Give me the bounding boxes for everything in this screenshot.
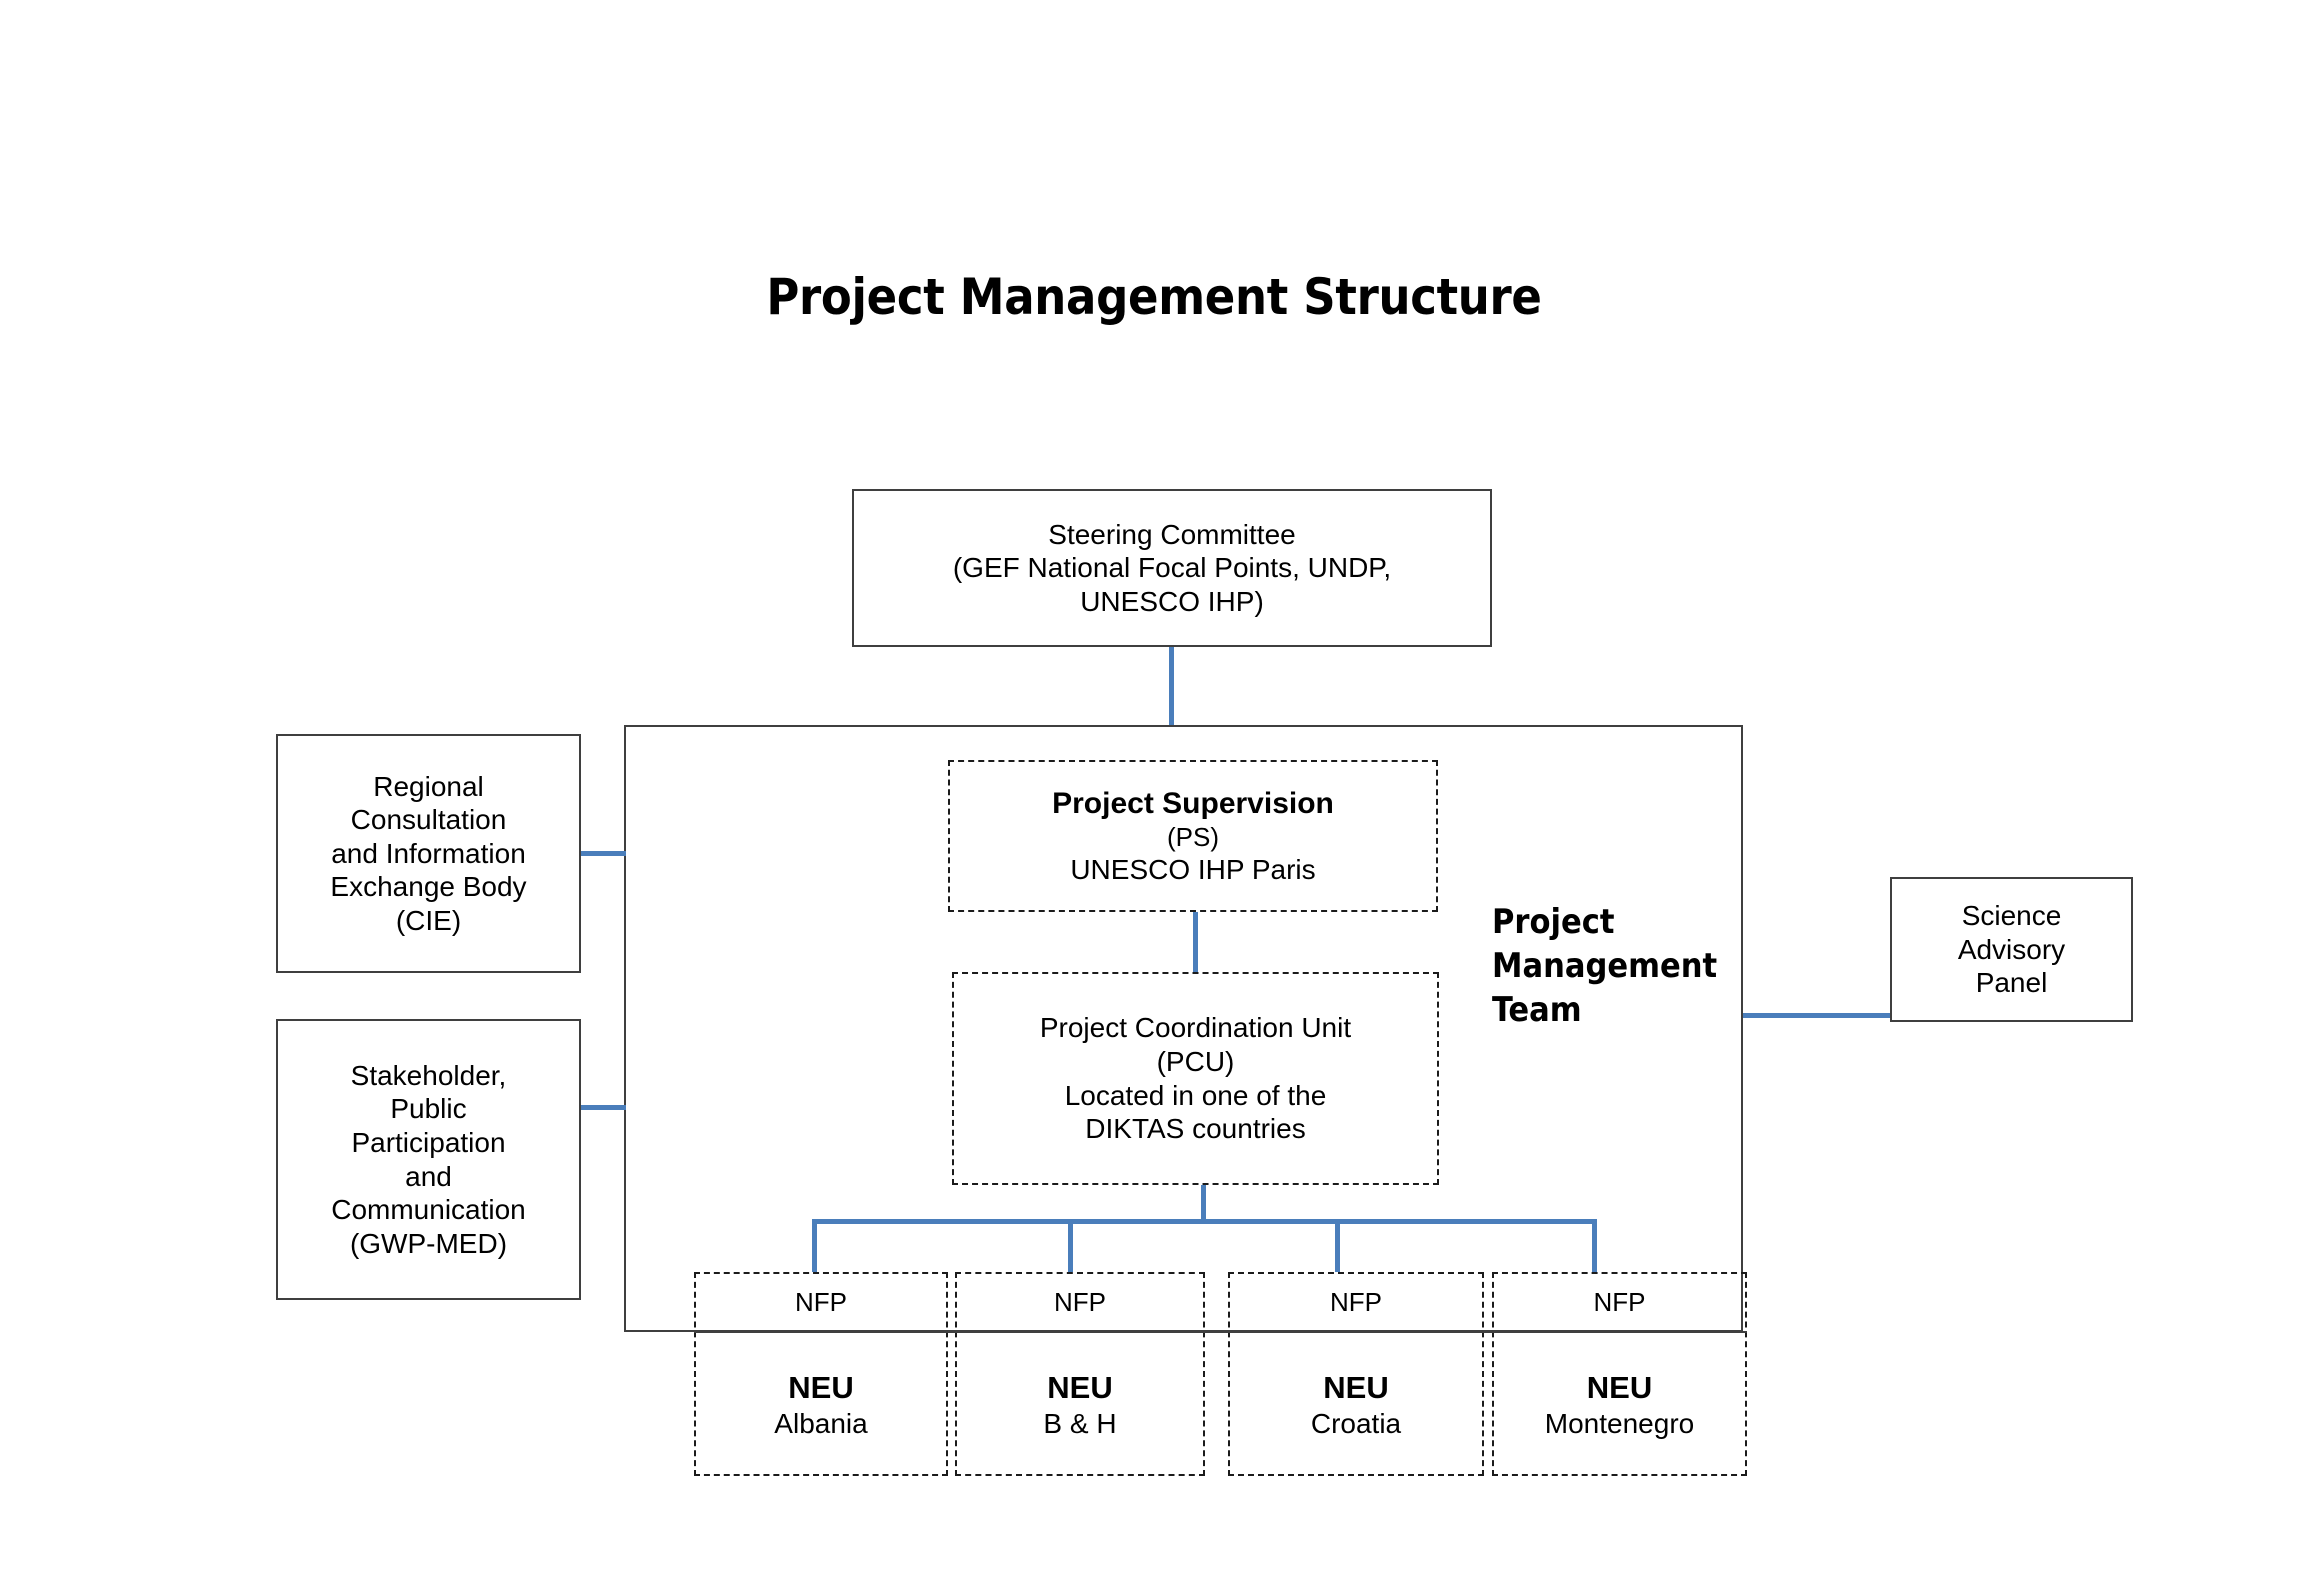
nfp-label-bih: NFP bbox=[1054, 1286, 1106, 1317]
pcu-line-1: Project Coordination Unit bbox=[1039, 1012, 1352, 1044]
gwp-line-1: Stakeholder, bbox=[350, 1059, 507, 1091]
steering-committee-line-3: UNESCO IHP) bbox=[1080, 585, 1264, 617]
steering-committee-box: Steering Committee (GEF National Focal P… bbox=[852, 489, 1492, 647]
connector-ps-to-pcu bbox=[1193, 912, 1198, 974]
connector-pmt-to-science-panel bbox=[1743, 1013, 1890, 1018]
gwp-line-3: Participation bbox=[351, 1126, 506, 1158]
cie-box: Regional Consultation and Information Ex… bbox=[276, 734, 581, 973]
country-unit-box-croatia bbox=[1228, 1272, 1484, 1476]
nfp-label-albania: NFP bbox=[795, 1286, 847, 1317]
neu-cell-bih: NEU B & H bbox=[955, 1334, 1205, 1476]
project-supervision-line-3: UNESCO IHP Paris bbox=[1070, 853, 1316, 885]
nfp-label-montenegro: NFP bbox=[1593, 1286, 1646, 1317]
neu-title-croatia: NEU bbox=[1323, 1370, 1389, 1406]
pcu-line-4: DIKTAS countries bbox=[1085, 1113, 1306, 1145]
connector-drop-montenegro bbox=[1592, 1219, 1597, 1272]
neu-cell-croatia: NEU Croatia bbox=[1228, 1334, 1484, 1476]
connector-gwp-to-pmt bbox=[581, 1105, 626, 1110]
science-panel-line-2: Advisory bbox=[1957, 933, 2066, 965]
cie-line-1: Regional bbox=[373, 770, 484, 802]
neu-cell-albania: NEU Albania bbox=[694, 1334, 948, 1476]
science-panel-line-3: Panel bbox=[1975, 967, 2048, 999]
neu-country-bih: B & H bbox=[1043, 1407, 1117, 1439]
country-unit-box-bih bbox=[955, 1272, 1205, 1476]
connector-drop-croatia bbox=[1335, 1219, 1340, 1272]
nfp-neu-divider-line bbox=[694, 1331, 1747, 1333]
connector-steering-to-pmt bbox=[1169, 647, 1174, 727]
connector-horizontal-bus bbox=[812, 1219, 1597, 1224]
cie-line-4: Exchange Body bbox=[330, 871, 527, 903]
project-supervision-line-1: Project Supervision bbox=[1052, 786, 1334, 820]
connector-drop-bih bbox=[1068, 1219, 1073, 1272]
connector-drop-albania bbox=[812, 1219, 817, 1272]
neu-country-montenegro: Montenegro bbox=[1544, 1407, 1695, 1439]
project-supervision-box: Project Supervision (PS) UNESCO IHP Pari… bbox=[948, 760, 1438, 912]
neu-country-albania: Albania bbox=[774, 1407, 868, 1439]
nfp-label-croatia: NFP bbox=[1330, 1286, 1382, 1317]
country-unit-box-montenegro bbox=[1492, 1272, 1747, 1476]
cie-line-3: and Information bbox=[331, 837, 526, 869]
gwp-line-4: and bbox=[405, 1160, 452, 1192]
gwp-line-5: Communication bbox=[331, 1194, 526, 1226]
connector-cie-to-pmt bbox=[581, 851, 626, 856]
gwp-med-box: Stakeholder, Public Participation and Co… bbox=[276, 1019, 581, 1300]
cie-line-2: Consultation bbox=[350, 804, 507, 836]
gwp-line-2: Public bbox=[390, 1093, 467, 1125]
neu-title-bih: NEU bbox=[1047, 1370, 1113, 1406]
page-title: Project Management Structure bbox=[766, 268, 1542, 326]
connector-pcu-stem bbox=[1201, 1185, 1206, 1224]
pcu-line-2: (PCU) bbox=[1156, 1045, 1235, 1077]
steering-committee-line-1: Steering Committee bbox=[1048, 518, 1296, 550]
project-management-team-label: Project Management Team bbox=[1492, 902, 1718, 1031]
pcu-line-3: Located in one of the bbox=[1064, 1079, 1327, 1111]
science-advisory-panel-box: Science Advisory Panel bbox=[1890, 877, 2133, 1022]
cie-line-5: (CIE) bbox=[395, 904, 462, 936]
steering-committee-line-2: (GEF National Focal Points, UNDP, bbox=[952, 552, 1392, 584]
project-supervision-line-2: (PS) bbox=[1167, 821, 1219, 852]
neu-country-croatia: Croatia bbox=[1310, 1407, 1402, 1439]
neu-cell-montenegro: NEU Montenegro bbox=[1492, 1334, 1747, 1476]
science-panel-line-1: Science bbox=[1961, 900, 2062, 932]
neu-title-montenegro: NEU bbox=[1586, 1370, 1653, 1406]
country-unit-box-albania bbox=[694, 1272, 948, 1476]
gwp-line-6: (GWP-MED) bbox=[349, 1227, 508, 1259]
project-coordination-unit-box: Project Coordination Unit (PCU) Located … bbox=[952, 972, 1439, 1185]
neu-title-albania: NEU bbox=[788, 1370, 854, 1406]
